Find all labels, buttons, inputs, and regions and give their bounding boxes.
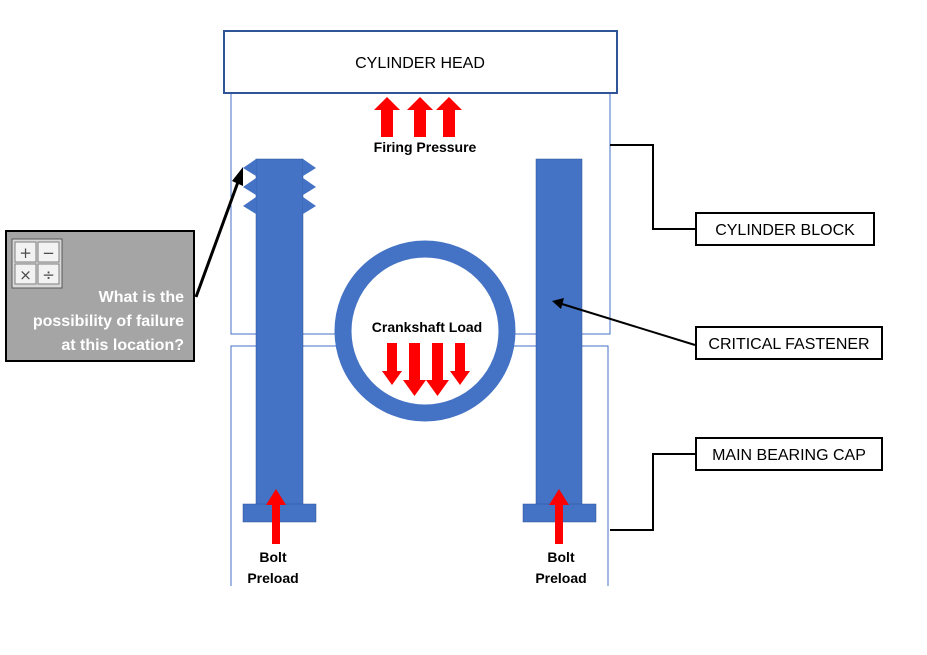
main-bearing-cap-leader <box>610 453 696 531</box>
main-bearing-cap-label: MAIN BEARING CAP <box>712 447 866 464</box>
crankshaft-load-arrow <box>403 343 426 396</box>
calculator-icon: + − × ÷ <box>11 238 63 289</box>
crankshaft-load-label: Crankshaft Load <box>372 319 482 335</box>
right-bolt <box>522 158 597 523</box>
cylinder-head-box <box>223 30 618 94</box>
thread-tooth <box>303 197 316 214</box>
crankshaft-load-arrow <box>426 343 449 396</box>
critical-fastener-arrowhead <box>552 298 564 309</box>
bolt-preload-arrow-left <box>266 489 286 544</box>
crankshaft-load-arrow <box>382 343 402 385</box>
cylinder-block-label-box <box>695 212 875 246</box>
cylinder-block-label: CYLINDER BLOCK <box>715 222 855 239</box>
cylinder-head-label: CYLINDER HEAD <box>355 55 485 72</box>
firing-pressure-label: Firing Pressure <box>374 139 477 155</box>
thread-tooth <box>243 178 256 195</box>
bolt-preload-right-line2: Preload <box>535 570 586 586</box>
left-bolt <box>242 158 317 523</box>
callout-line-2: possibility of failure <box>33 313 184 330</box>
critical-fastener-label-box <box>695 326 883 360</box>
bolt-preload-left-line2: Preload <box>247 570 298 586</box>
callout-leader <box>194 181 240 298</box>
calc-plus-key: + <box>19 244 32 262</box>
critical-fastener-label: CRITICAL FASTENER <box>708 336 869 353</box>
thread-tooth <box>303 159 316 176</box>
calc-minus-key: − <box>42 244 55 262</box>
crankshaft-load-arrow <box>450 343 470 385</box>
thread-tooth <box>243 197 256 214</box>
cylinder-block-leader <box>610 144 696 230</box>
firing-pressure-arrows <box>374 97 462 137</box>
bolt-preload-arrow-right <box>549 489 569 544</box>
right-bolt-shank <box>535 158 583 508</box>
firing-pressure-arrow <box>407 97 433 137</box>
bolt-preload-left-line1: Bolt <box>259 549 287 565</box>
thread-tooth <box>243 159 256 176</box>
calc-divide-key: ÷ <box>42 266 55 284</box>
thread-tooth <box>303 178 316 195</box>
critical-fastener-leader <box>561 303 696 346</box>
callout-line-1: What is the <box>99 289 184 306</box>
callout-arrowhead <box>232 167 243 186</box>
firing-pressure-arrow <box>374 97 400 137</box>
crankshaft-load-arrows <box>382 343 470 396</box>
firing-pressure-arrow <box>436 97 462 137</box>
callout-line-3: at this location? <box>61 337 184 354</box>
main-bearing-cap-label-box <box>695 437 883 471</box>
left-bolt-shank <box>255 158 304 508</box>
bolt-preload-right-line1: Bolt <box>547 549 575 565</box>
calc-times-key: × <box>19 266 32 284</box>
